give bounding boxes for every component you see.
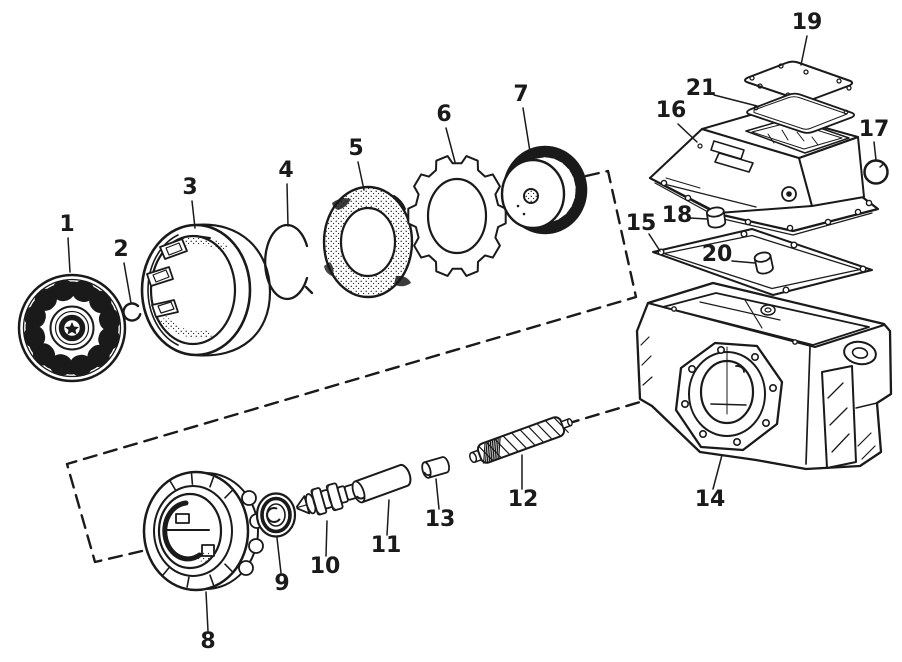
part-7-gear-drawing [500, 145, 588, 235]
leader-line [67, 237, 71, 273]
leader-line [712, 454, 723, 490]
part-1-converter-wheel-drawing [17, 273, 127, 383]
callout-number: 20 [702, 242, 733, 267]
callout-15: 15 [626, 211, 661, 252]
leader-line [191, 200, 196, 229]
callout-9: 9 [274, 537, 290, 596]
callout-14: 14 [695, 454, 726, 512]
callout-number: 11 [371, 533, 402, 558]
callout-2: 2 [113, 237, 132, 304]
callout-number: 15 [626, 211, 657, 236]
part-17-bushing-drawing [863, 159, 889, 185]
part-16-cover-housing-drawing [648, 110, 880, 236]
part-14-transmission-housing-drawing [635, 281, 893, 471]
part-6-clutch-plate-drawing [407, 155, 507, 277]
leader-line [286, 183, 289, 227]
part-12-spring-drawing [469, 416, 573, 464]
callout-18: 18 [662, 203, 708, 228]
leader-line [873, 141, 877, 161]
callout-19: 19 [792, 10, 823, 66]
part-19-cover-plate-drawing [744, 60, 854, 102]
callout-number: 16 [656, 98, 687, 123]
leader-line [123, 262, 132, 304]
part-3-clutch-drum-drawing [140, 223, 272, 357]
callout-number: 19 [792, 10, 823, 35]
callout-5: 5 [348, 136, 365, 191]
leader-line [731, 260, 756, 264]
leader-line [522, 107, 532, 159]
callout-17: 17 [859, 117, 890, 161]
callout-number: 2 [113, 237, 128, 262]
callout-8: 8 [200, 591, 216, 654]
part-2-snap-ring-drawing [122, 302, 142, 322]
leader-line [386, 499, 390, 536]
flange-bolt-holes [680, 345, 777, 446]
leader-line [357, 161, 365, 191]
callout-number: 21 [686, 76, 717, 101]
callout-number: 18 [662, 203, 693, 228]
callout-4: 4 [278, 158, 294, 227]
callout-16: 16 [656, 98, 698, 143]
part-21-cover-gasket-drawing [746, 92, 856, 134]
callout-10: 10 [310, 520, 341, 579]
callout-7: 7 [513, 82, 532, 159]
leader-line [689, 217, 708, 220]
leader-line [648, 233, 661, 252]
callouts: 1 2 3 4 5 6 7 8 9 10 11 12 13 14 15 16 1… [59, 10, 889, 654]
callout-number: 14 [695, 487, 726, 512]
assembly-dashed-outline [65, 169, 638, 564]
callout-number: 3 [182, 175, 197, 200]
callout-13: 13 [425, 478, 456, 532]
callout-number: 4 [278, 158, 293, 183]
callout-20: 20 [702, 242, 756, 267]
part-18-plug-drawing [705, 206, 727, 229]
assembly-axis-dashed-line [564, 400, 642, 426]
part-20-plug-drawing [753, 251, 774, 275]
part-13-bushing-drawing [421, 456, 451, 479]
callout-number: 13 [425, 507, 456, 532]
callout-11: 11 [371, 499, 402, 558]
part-11-piston-pin-drawing [351, 463, 412, 504]
callout-1: 1 [59, 212, 75, 273]
callout-3: 3 [182, 175, 198, 229]
callout-number: 5 [348, 136, 363, 161]
callout-6: 6 [436, 102, 456, 163]
callout-21: 21 [686, 76, 758, 107]
part-8-clutch-cover-drawing [142, 470, 265, 592]
flange-bolt-holes [660, 179, 873, 232]
part-9-seal-ring-drawing [255, 492, 297, 538]
part-4-snap-ring-drawing [264, 223, 314, 301]
callout-number: 10 [310, 554, 341, 579]
callout-12: 12 [508, 454, 539, 512]
leader-line [205, 591, 209, 632]
callout-number: 7 [513, 82, 528, 107]
leader-line [713, 94, 758, 107]
leader-line [677, 123, 698, 143]
callout-number: 12 [508, 487, 539, 512]
callout-number: 6 [436, 102, 451, 127]
spline-star [65, 322, 79, 335]
callout-number: 17 [859, 117, 890, 142]
callout-number: 8 [200, 629, 215, 654]
callout-number: 1 [59, 212, 74, 237]
part-5-friction-disc-drawing [322, 185, 414, 299]
callout-number: 9 [274, 571, 289, 596]
leader-line [800, 35, 808, 66]
leader-line [445, 127, 456, 163]
leader-line [325, 520, 328, 557]
side-bore [843, 340, 877, 366]
leader-line [276, 537, 282, 574]
leader-line [435, 478, 440, 510]
